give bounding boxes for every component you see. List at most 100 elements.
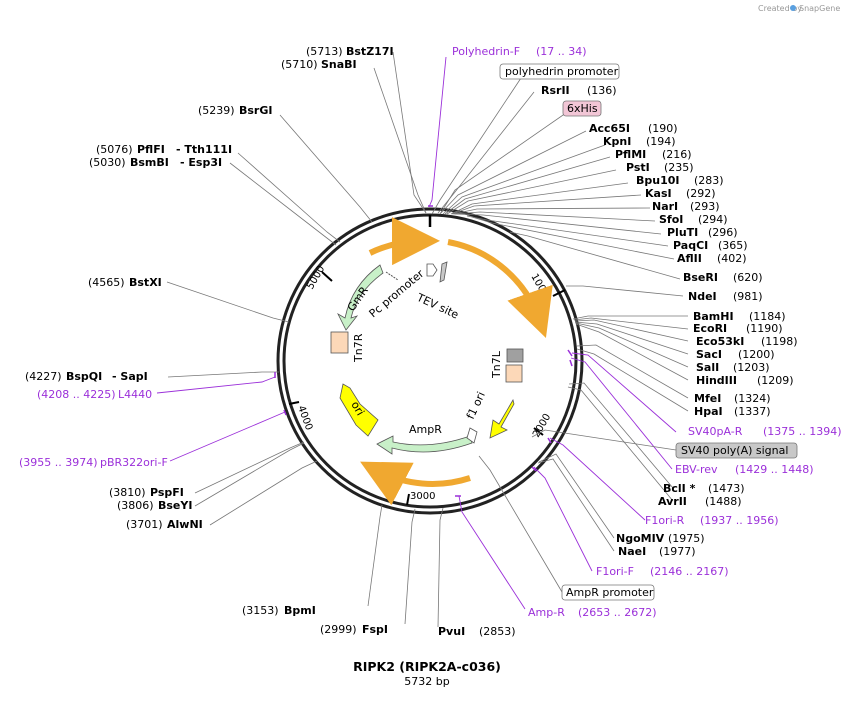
site-pspfi[interactable]: PspFI [150,486,184,499]
svg-text:(365): (365) [718,239,748,252]
site-avrii[interactable]: AvrII [658,495,687,508]
primer-amp-r[interactable]: Amp-R [528,606,565,619]
6xhis-label: 6xHis [567,102,598,115]
svg-text:(3810): (3810) [109,486,146,499]
site-tth111i[interactable]: - Tth111I [176,143,232,156]
svg-text:(4208 .. 4225): (4208 .. 4225) [37,388,116,401]
orf-arc-3 [360,461,471,506]
svg-text:(194): (194) [646,135,676,148]
site-bseyi[interactable]: BseYI [158,499,192,512]
site-ecori[interactable]: EcoRI [693,322,727,335]
svg-text:(1429 .. 1448): (1429 .. 1448) [735,463,814,476]
svg-text:(1937 .. 1956): (1937 .. 1956) [700,514,779,527]
site-bamhi[interactable]: BamHI [693,310,734,323]
svg-text:(620): (620) [733,271,763,284]
site-naei[interactable]: NaeI [618,545,646,558]
primer-pbr322ori-f[interactable]: pBR322ori-F [100,456,168,469]
svg-text:(1488): (1488) [705,495,742,508]
svg-text:(1975): (1975) [668,532,705,545]
ampr-arrow [376,435,473,455]
site-acc65i[interactable]: Acc65I [589,122,630,135]
site-sali[interactable]: SalI [696,361,719,374]
site-hindiii[interactable]: HindIII [696,374,737,387]
site-bsrgi[interactable]: BsrGI [239,104,272,117]
sites-bottom: PvuI (2853) (2999) FspI (3153) BpmI [242,604,516,638]
site-bseri[interactable]: BseRI [683,271,718,284]
sites-left: (5713) BstZ17I (5710) SnaBI (5239) BsrGI… [25,45,394,531]
site-sfoi[interactable]: SfoI [659,213,683,226]
site-kpni[interactable]: KpnI [603,135,631,148]
svg-text:(294): (294) [698,213,728,226]
sv40-polya-label: SV40 poly(A) signal [681,444,788,457]
site-bcli[interactable]: BclI * [663,482,696,495]
svg-text:(1184): (1184) [749,310,786,323]
site-pflmi[interactable]: PflMI [615,148,646,161]
ampr-promoter-label: AmpR promoter [566,586,654,599]
site-bpu10i[interactable]: Bpu10I [636,174,680,187]
svg-text:(5713): (5713) [306,45,343,58]
site-nari[interactable]: NarI [652,200,678,213]
primer-labels: Polyhedrin-F (17 .. 34) SV40pA-R (1375 .… [19,45,842,619]
primer-l4440[interactable]: L4440 [118,388,152,401]
orf-arc-1 [447,239,553,338]
svg-text:(1200): (1200) [738,348,775,361]
site-esp3i[interactable]: - Esp3I [180,156,222,169]
site-saci[interactable]: SacI [696,348,722,361]
promoter-shape [426,263,438,277]
svg-text:(981): (981) [733,290,763,303]
sites-right: RsrII (136) Acc65I (190) KpnI (194) PflM… [541,84,798,558]
svg-text:(5710): (5710) [281,58,318,71]
svg-text:(3806): (3806) [117,499,154,512]
tn7l-box [505,364,523,383]
site-paqci[interactable]: PaqCI [673,239,708,252]
site-kasi[interactable]: KasI [645,187,672,200]
site-bstxi[interactable]: BstXI [129,276,162,289]
site-leaders [166,51,689,628]
svg-text:(3701): (3701) [126,518,163,531]
primer-leaders [156,56,677,610]
svg-text:(1324): (1324) [734,392,771,405]
site-rsrii[interactable]: RsrII [541,84,570,97]
site-eco53ki[interactable]: Eco53kI [696,335,744,348]
site-ndei[interactable]: NdeI [688,290,717,303]
site-aflii[interactable]: AflII [677,252,702,265]
feature-boxes: polyhedrin promoter 6xHis SV40 poly(A) s… [499,63,798,601]
6xhis-box[interactable] [562,100,602,117]
primer-f1ori-r[interactable]: F1ori-R [645,514,685,527]
primer-f1ori-f[interactable]: F1ori-F [596,565,634,578]
primer-sv40pa-r[interactable]: SV40pA-R [688,425,743,438]
site-pvui[interactable]: PvuI [438,625,465,638]
site-mfei[interactable]: MfeI [694,392,721,405]
site-sapi[interactable]: - SapI [112,370,148,383]
site-psti[interactable]: PstI [626,161,650,174]
orf-arc-2 [368,217,440,266]
svg-text:(235): (235) [664,161,694,174]
site-alwni[interactable]: AlwNI [167,518,203,531]
svg-text:(190): (190) [648,122,678,135]
site-bpmi[interactable]: BpmI [284,604,316,617]
site-hpai[interactable]: HpaI [694,405,723,418]
primer-ebv-rev[interactable]: EBV-rev [675,463,718,476]
tev-site-label: TEV site [414,291,461,322]
svg-text:(1203): (1203) [733,361,770,374]
site-bstz17i[interactable]: BstZ17I [346,45,394,58]
tn7l-grey-box [506,348,524,363]
site-pflfi[interactable]: PflFI [137,143,165,156]
site-pluti[interactable]: PluTI [667,226,698,239]
primer-polyhedrin-f[interactable]: Polyhedrin-F [452,45,520,58]
svg-text:(1375 .. 1394): (1375 .. 1394) [763,425,842,438]
site-bsmbi[interactable]: BsmBI [130,156,169,169]
sv40-polya-box[interactable] [675,442,798,459]
site-fspi[interactable]: FspI [362,623,388,636]
tick-4000: 4000 [295,404,314,432]
svg-text:(2653 .. 2672): (2653 .. 2672) [578,606,657,619]
polyhedrin-promoter-box[interactable] [499,63,620,80]
svg-text:(216): (216) [662,148,692,161]
svg-text:(136): (136) [587,84,617,97]
site-snabi[interactable]: SnaBI [321,58,357,71]
site-bspqi[interactable]: BspQI [66,370,102,383]
feature-leaders [431,74,677,593]
site-ngomiv[interactable]: NgoMIV [616,532,665,545]
ampr-promoter-box[interactable] [561,584,655,601]
